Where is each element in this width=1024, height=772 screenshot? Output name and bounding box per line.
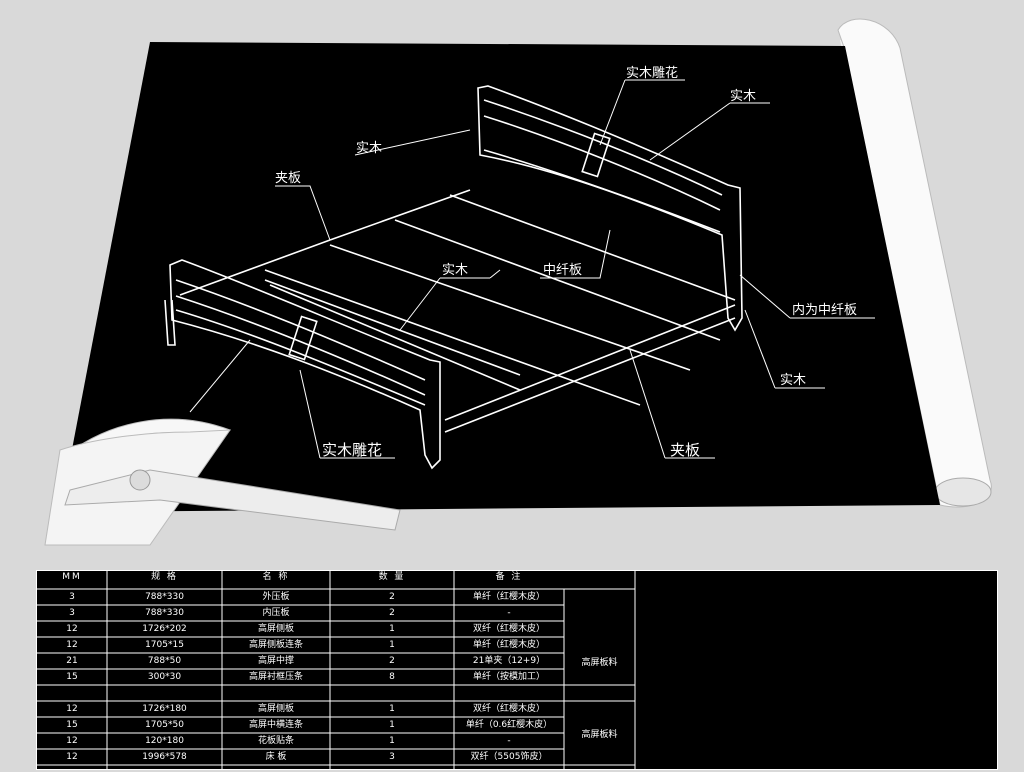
- table-cell: 花板贴条: [257, 736, 294, 746]
- table-cell: 12: [66, 640, 78, 650]
- right-rail: [444, 304, 736, 421]
- table-cell: 15: [66, 672, 78, 682]
- table-cell: 3: [389, 752, 395, 762]
- table-cell: 2: [389, 592, 395, 602]
- table-cell: 1: [389, 704, 395, 714]
- table-cell: 高屏侧板: [257, 624, 294, 634]
- table-cell: 1: [389, 624, 395, 634]
- table-cell: 15: [66, 720, 78, 730]
- table-cell: 3: [69, 592, 75, 602]
- left-rail-top: [329, 189, 471, 241]
- table-cell: 12: [66, 704, 78, 714]
- table-cell: 外压板: [262, 592, 290, 602]
- table-cell: 12: [66, 752, 78, 762]
- table-cell: 2: [389, 656, 395, 666]
- protractor-pivot: [129, 469, 151, 491]
- table-cell: 1726*202: [142, 624, 187, 634]
- table-cell: 21单夹（12+9）: [472, 656, 546, 666]
- table-cell: 1: [389, 736, 395, 746]
- table-group-note: 高屏板料: [581, 658, 618, 668]
- table-header-cell: 数 量: [378, 572, 406, 582]
- label-plywood-left: 夹板: [275, 171, 302, 186]
- table-cell: 单纤（0.6红樱木皮）: [465, 720, 553, 730]
- table-cell: 单纤（按模加工）: [472, 672, 545, 682]
- paper-roll-curl: [837, 18, 992, 508]
- label-solid-wood-left: 实木: [356, 141, 383, 156]
- table-cell: 2: [389, 608, 395, 618]
- table-cell: 1726*180: [142, 704, 187, 714]
- table-cell: 3: [69, 608, 75, 618]
- table-cell: 1705*50: [145, 720, 184, 730]
- table-header-cell: 名 称: [262, 572, 290, 582]
- table-cell: 单纤（红樱木皮）: [472, 640, 545, 650]
- protractor: [44, 418, 401, 546]
- table-cell: 8: [389, 672, 395, 682]
- bed-frame: [164, 85, 743, 470]
- table-cell: 高屏侧板连条: [248, 640, 303, 650]
- footboard: [169, 259, 441, 470]
- label-solid-wood-right-top: 实木: [730, 89, 757, 104]
- table-cell: 床 板: [265, 752, 287, 762]
- headboard: [477, 85, 743, 332]
- table-cell: 1: [389, 720, 395, 730]
- table-header-cell: MM: [62, 572, 82, 582]
- footboard-center-post: [288, 315, 318, 361]
- leader-lines: [189, 79, 875, 459]
- table-header-cell: 备 注: [495, 572, 523, 582]
- label-plywood-right: 夹板: [670, 441, 701, 459]
- table-cell: -: [507, 736, 511, 746]
- blueprint-sheet: [60, 42, 940, 512]
- label-carving-bottom: 实木雕花: [322, 441, 383, 459]
- table-cell: 788*50: [147, 656, 182, 666]
- table-cell: -: [507, 608, 511, 618]
- label-carving-top: 实木雕花: [626, 66, 679, 81]
- table-cell: 1: [389, 640, 395, 650]
- table-cell: 788*330: [145, 608, 184, 618]
- table-cell: 21: [66, 656, 78, 666]
- table-cell: 双纤（红樱木皮）: [472, 624, 545, 634]
- table-cell: 双纤（5505饰皮）: [470, 752, 548, 762]
- label-inner-mdf: 内为中纤板: [792, 303, 858, 318]
- parts-table-grid: [37, 571, 636, 769]
- headboard-center-post: [581, 132, 611, 178]
- table-cell: 12: [66, 736, 78, 746]
- table-cell: 12: [66, 624, 78, 634]
- table-cell: 120*180: [145, 736, 184, 746]
- table-cell: 1705*15: [145, 640, 184, 650]
- table-cell: 高屏中撑: [257, 656, 294, 666]
- table-cell: 内压板: [262, 608, 290, 618]
- table-cell: 双纤（红樱木皮）: [472, 704, 545, 714]
- table-header-cell: 规 格: [151, 572, 178, 582]
- table-cell: 高屏衬框压条: [248, 672, 303, 682]
- table-cell: 高屏侧板: [257, 704, 294, 714]
- paper-roll-end: [934, 477, 992, 507]
- parts-table: MM 规 格 名 称 数 量 备 注 3 788*330 外压板 2 单纤（红樱木皮） 3 788*3…: [36, 570, 998, 770]
- table-cell: 单纤（红樱木皮）: [472, 592, 545, 602]
- table-group-note: 高屏板料: [581, 730, 618, 740]
- table-cell: 高屏中横连条: [248, 720, 303, 730]
- label-mdf-mid: 中纤板: [543, 263, 583, 278]
- table-cell: 788*330: [145, 592, 184, 602]
- label-solid-wood-mid: 实木: [442, 263, 469, 278]
- table-cell: 300*30: [147, 672, 182, 682]
- table-cell: 1996*578: [142, 752, 187, 762]
- label-solid-wood-right: 实木: [780, 373, 807, 388]
